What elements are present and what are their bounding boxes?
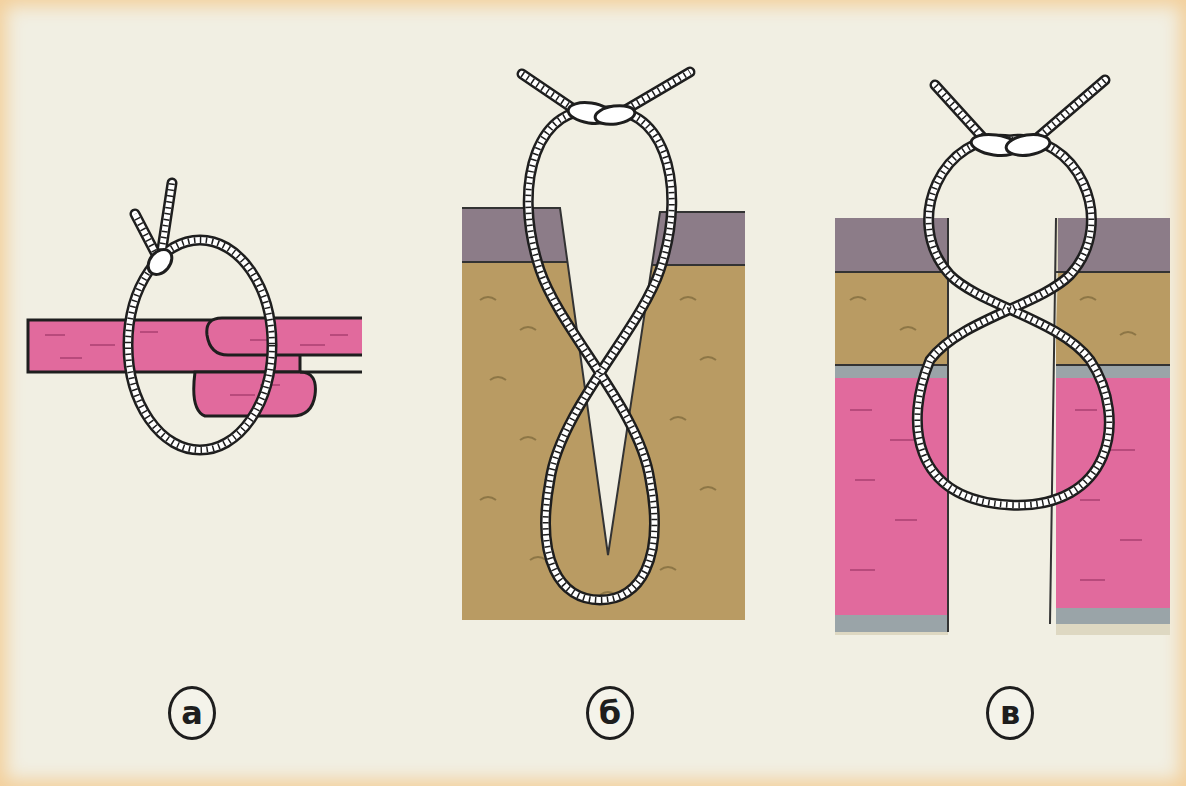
skin-section bbox=[462, 208, 745, 620]
suture-thread bbox=[128, 72, 1109, 600]
panel-letter: в bbox=[986, 686, 1034, 740]
tissue-texture bbox=[45, 332, 348, 395]
panel-letter: а bbox=[168, 686, 216, 740]
panel-letter: б bbox=[586, 686, 634, 740]
tissue-band bbox=[28, 318, 362, 416]
layered-section bbox=[835, 218, 1170, 638]
